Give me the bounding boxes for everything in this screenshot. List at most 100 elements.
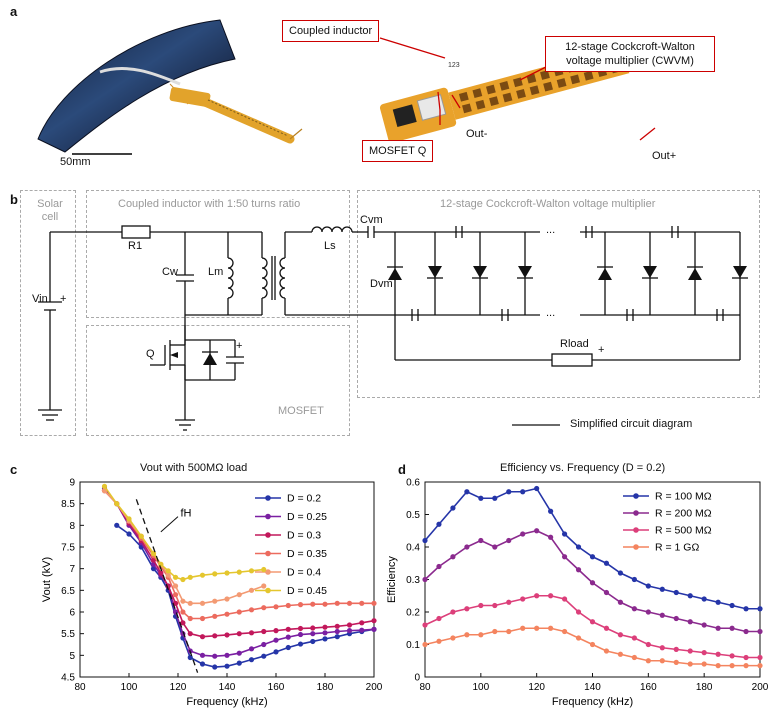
chart-c-data-point <box>297 602 304 608</box>
chart-c-y-tick-label: 7 <box>69 564 75 575</box>
chart-c-data-point <box>310 601 316 607</box>
chart-c-data-point <box>212 664 218 670</box>
chart-c-y-tick-label: 5.5 <box>61 629 75 640</box>
chart-d-data-point <box>575 544 582 550</box>
chart-d-data-point <box>520 531 526 537</box>
chart-c-data-point <box>236 592 242 598</box>
chart-c-data-point <box>138 533 144 539</box>
chart-d-data-point <box>450 505 456 511</box>
chart-d-y-tick-label: 0.4 <box>406 543 420 554</box>
chart-d-legend-label: R = 100 MΩ <box>655 491 712 503</box>
chart-d-legend-marker <box>633 510 639 516</box>
chart-d-data-point <box>631 635 637 641</box>
chart-c-data-point <box>248 630 255 636</box>
chart-d-y-tick-label: 0.6 <box>406 478 420 489</box>
chart-d-data-point <box>520 489 526 495</box>
chart-d-data-point <box>464 632 470 638</box>
chart-c-data-point <box>236 650 242 656</box>
chart-d-data-point <box>548 625 554 631</box>
coupled-inductor-box <box>86 190 350 318</box>
chart-c-data-point <box>346 600 353 606</box>
chart-d-data-point <box>548 593 554 599</box>
chart-d-data-point <box>589 580 596 586</box>
chart-d-data-point <box>757 628 763 635</box>
chart-c-data-point <box>212 613 218 619</box>
chart-d-data-point <box>575 635 582 641</box>
coupled-inductor-label: Coupled inductor with 1:50 turns ratio <box>118 198 301 210</box>
chart-c-data-point <box>212 653 218 659</box>
chart-c-x-tick-label: 180 <box>317 682 334 693</box>
chart-d-data-point <box>659 645 665 651</box>
chart-c-data-point <box>285 634 291 640</box>
chart-d-data-point <box>520 596 526 602</box>
label-cvm: Cvm <box>360 214 383 226</box>
chart-d-data-point <box>422 641 428 648</box>
chart-c-y-tick-label: 6.5 <box>61 586 75 597</box>
chart-d-data-point <box>701 650 707 656</box>
chart-d-data-point <box>450 554 456 560</box>
chart-c-data-point <box>199 661 206 667</box>
chart-c-data-point <box>359 620 365 626</box>
chart-d-data-point <box>506 599 512 605</box>
chart-c-data-point <box>212 598 218 604</box>
label-out-plus: Out+ <box>652 150 677 162</box>
chart-c-data-point <box>261 583 267 589</box>
chart-c-data-point <box>248 607 255 613</box>
chart-d-data-point <box>715 663 721 669</box>
solar-cell-label: Solar cell <box>37 198 63 223</box>
chart-c-data-point <box>310 625 316 631</box>
chart-c-y-tick-label: 4.5 <box>61 673 75 684</box>
chart-d-data-point <box>506 628 512 635</box>
chart-c-legend-marker <box>265 532 271 538</box>
callout-leaders <box>379 37 656 141</box>
chart-c-data-point <box>334 628 340 635</box>
chart-c-series-line <box>103 485 264 581</box>
chart-d-data-point <box>534 485 540 492</box>
chart-c-data-point <box>114 522 120 528</box>
chart-c-data-point <box>273 604 279 610</box>
chart-d-data-point <box>757 606 763 612</box>
chart-c-data-point <box>165 572 171 578</box>
chart-c-legend-marker <box>265 569 271 575</box>
chart-d-legend-label: R = 1 GΩ <box>655 542 699 554</box>
chart-d-data-point <box>687 619 693 625</box>
chart-c-data-point <box>359 627 365 633</box>
chart-d-x-tick-label: 140 <box>584 682 601 693</box>
chart-c-data-point <box>248 587 255 593</box>
chart-d-x-tick-label: 80 <box>419 682 431 693</box>
chart-d-y-tick-label: 0.3 <box>406 575 420 586</box>
chart-d-data-point <box>478 537 484 544</box>
chart-c-data-point <box>199 652 206 658</box>
mosfet-label: MOSFET <box>278 405 324 417</box>
chart-c-x-axis-label: Frequency (kHz) <box>186 696 267 708</box>
chart-c-fh-line <box>135 499 199 673</box>
label-rload: Rload <box>560 338 589 350</box>
callout-cwvm: 12-stage Cockcroft-Walton voltage multip… <box>545 36 715 72</box>
chart-c-legend-marker <box>265 513 271 520</box>
chart-c-data-point <box>172 574 179 580</box>
chart-d-x-tick-label: 120 <box>528 682 545 693</box>
chart-d-y-tick-label: 0.2 <box>406 608 420 619</box>
chart-d-data-point <box>757 654 763 661</box>
chart-d-data-point <box>701 596 707 602</box>
label-rload-plus: + <box>598 344 605 356</box>
chart-c-data-point <box>322 636 328 642</box>
chart-d-title: Efficiency vs. Frequency (D = 0.2) <box>500 462 666 474</box>
chart-d-data-point <box>687 648 693 654</box>
chart-d-data-point <box>673 659 679 665</box>
label-r1: R1 <box>128 240 143 252</box>
chart-d-data-point <box>617 599 624 605</box>
chart-c-data-point <box>322 630 328 636</box>
chart-d-data-point <box>603 648 610 654</box>
chart-c-data-point <box>261 605 267 611</box>
chart-c-data-point <box>261 641 267 648</box>
label-ls: Ls <box>324 240 336 252</box>
chart-d-data-point <box>687 593 693 599</box>
chart-c-x-tick-label: 140 <box>219 682 236 693</box>
chart-c-data-point <box>172 583 179 589</box>
chart-c-data-point <box>346 628 353 634</box>
chart-c-legend-label: D = 0.4 <box>287 567 321 579</box>
chart-c-data-point <box>285 644 291 651</box>
chart-c-data-point <box>199 634 206 640</box>
